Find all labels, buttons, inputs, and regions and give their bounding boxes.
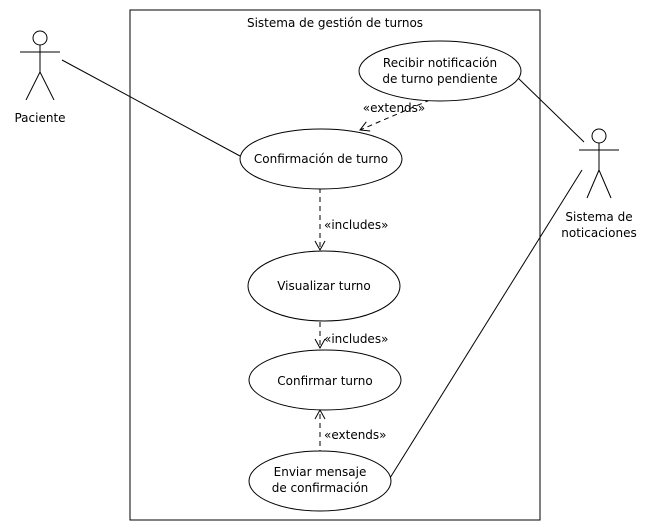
use-case-recibir-notificacion: Recibir notificación de turno pendiente xyxy=(358,40,522,102)
actor-sistema-notificaciones: Sistema de noticaciones xyxy=(561,128,637,240)
association-paciente-confirmacion xyxy=(61,59,241,157)
use-case-ellipse xyxy=(248,349,402,411)
extends-label-recibir: «extends» xyxy=(363,101,426,115)
use-case-recibir-line2: de turno pendiente xyxy=(382,72,497,86)
actor-head xyxy=(32,30,48,46)
system-boundary xyxy=(129,9,541,521)
actor-notificaciones-label-1: Sistema de xyxy=(565,210,632,224)
actor-right-leg xyxy=(39,71,55,101)
actor-paciente: Paciente xyxy=(14,30,66,125)
association-enviar-notificaciones xyxy=(389,169,583,479)
actor-left-leg xyxy=(586,169,600,199)
use-case-visualizar-turno: Visualizar turno xyxy=(247,250,401,322)
use-case-ellipse xyxy=(247,250,401,322)
system-title: Sistema de gestión de turnos xyxy=(247,16,423,30)
use-case-confirmacion-turno: Confirmación de turno xyxy=(239,128,403,190)
actor-right-leg xyxy=(598,169,612,199)
use-case-enviar-mensaje: Enviar mensaje de confirmación xyxy=(248,450,392,512)
use-case-confirmar-label: Confirmar turno xyxy=(277,374,372,388)
includes-label-visualizar: «includes» xyxy=(324,218,388,232)
use-case-ellipse xyxy=(248,450,392,512)
extends-arrow-recibir xyxy=(359,99,431,132)
includes-label-confirmar: «includes» xyxy=(324,332,388,346)
extends-label-enviar: «extends» xyxy=(324,428,387,442)
use-case-enviar-line1: Enviar mensaje xyxy=(274,465,367,479)
use-case-confirmar-turno: Confirmar turno xyxy=(248,349,402,411)
association-recibir-notificaciones xyxy=(516,76,585,143)
use-case-ellipse xyxy=(358,40,522,102)
actor-head xyxy=(591,128,607,144)
use-case-recibir-line1: Recibir notificación xyxy=(383,56,497,70)
use-case-visualizar-label: Visualizar turno xyxy=(277,279,371,293)
actor-left-leg xyxy=(25,71,41,101)
use-case-ellipse xyxy=(239,128,403,190)
actor-paciente-label: Paciente xyxy=(14,111,65,125)
use-case-confirmacion-label: Confirmación de turno xyxy=(254,152,388,166)
actor-notificaciones-label-2: noticaciones xyxy=(561,226,636,240)
use-case-enviar-line2: de confirmación xyxy=(272,481,369,495)
